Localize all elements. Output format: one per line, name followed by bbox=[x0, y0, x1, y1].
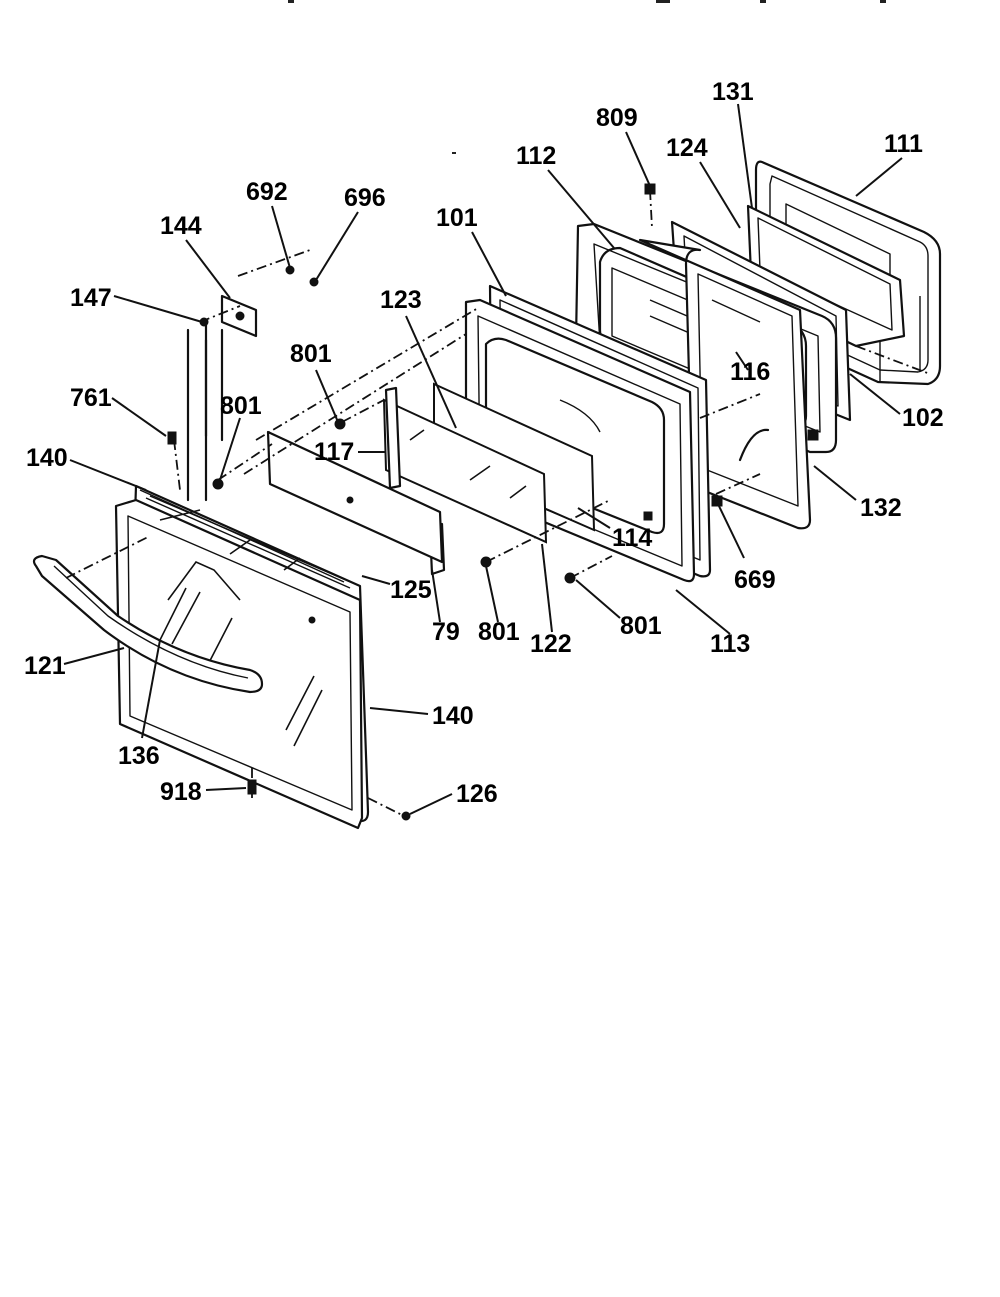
callout-918: 918 bbox=[160, 778, 202, 806]
callout-801-lower-right: 801 bbox=[620, 612, 662, 640]
callout-136: 136 bbox=[118, 742, 160, 770]
header-remnants bbox=[288, 0, 886, 154]
part-140-outer-door bbox=[114, 484, 370, 830]
callout-809: 809 bbox=[596, 104, 638, 132]
part-125-insulation bbox=[266, 430, 444, 564]
callout-801-mid: 801 bbox=[220, 392, 262, 420]
callout-122: 122 bbox=[530, 630, 572, 658]
callout-144: 144 bbox=[160, 212, 202, 240]
callout-801-upper: 801 bbox=[290, 340, 332, 368]
callout-761: 761 bbox=[70, 384, 112, 412]
callout-696: 696 bbox=[344, 184, 386, 212]
callout-114: 114 bbox=[612, 524, 652, 552]
screw-918 bbox=[247, 779, 257, 795]
assembly-lines bbox=[65, 189, 931, 819]
callout-123: 123 bbox=[380, 286, 422, 314]
screw-126 bbox=[401, 811, 411, 821]
screw-801b bbox=[212, 478, 224, 490]
part-121-handle bbox=[32, 554, 264, 694]
part-122-glass-pane bbox=[382, 398, 548, 544]
callout-126: 126 bbox=[456, 780, 498, 808]
callout-801-lower-left: 801 bbox=[478, 618, 520, 646]
callout-121: 121 bbox=[24, 652, 66, 680]
callout-113: 113 bbox=[710, 630, 750, 658]
leader-lines bbox=[63, 103, 903, 815]
callout-102: 102 bbox=[902, 404, 944, 432]
callout-111: 111 bbox=[884, 130, 923, 158]
callout-131: 131 bbox=[712, 78, 754, 106]
callout-79: 79 bbox=[432, 618, 460, 646]
callout-125: 125 bbox=[390, 576, 432, 604]
callout-101: 101 bbox=[436, 204, 478, 232]
screw-669 bbox=[711, 495, 723, 507]
screw-761 bbox=[167, 431, 177, 445]
callout-140-lower: 140 bbox=[432, 702, 474, 730]
part-117-bracket bbox=[384, 386, 402, 490]
callout-labels: 809 131 111 124 112 692 696 144 101 147 … bbox=[24, 78, 944, 808]
callout-669: 669 bbox=[734, 566, 776, 594]
callout-147: 147 bbox=[70, 284, 112, 312]
callout-140-upper: 140 bbox=[26, 444, 68, 472]
screw-801d bbox=[564, 572, 576, 584]
callout-132: 132 bbox=[860, 494, 902, 522]
callout-116: 116 bbox=[730, 358, 770, 386]
screw-801c bbox=[480, 556, 492, 568]
callout-117: 117 bbox=[314, 438, 354, 466]
callout-112: 112 bbox=[516, 142, 556, 170]
callout-692: 692 bbox=[246, 178, 288, 206]
callout-124: 124 bbox=[666, 134, 708, 162]
